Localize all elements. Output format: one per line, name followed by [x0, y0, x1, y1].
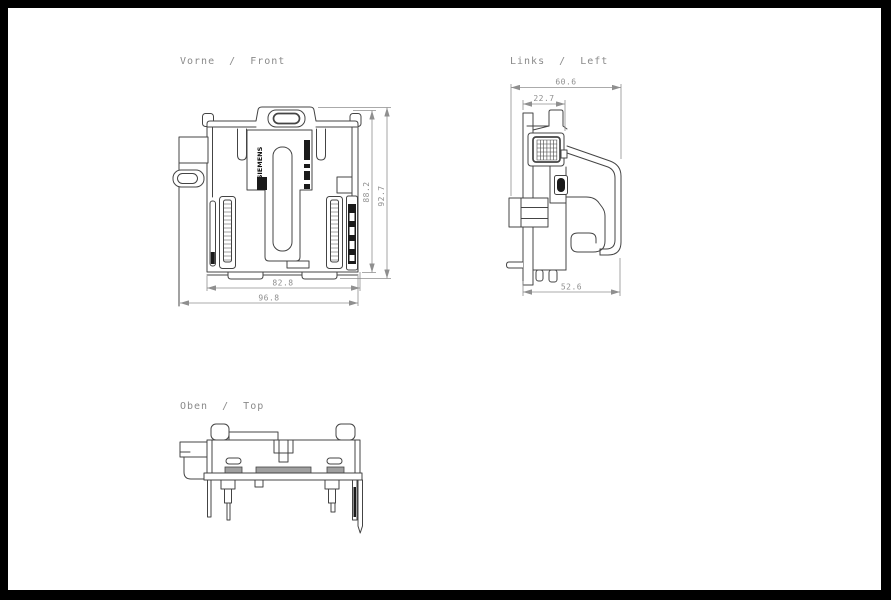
- left-bottom-feet: [532, 269, 567, 283]
- front-brand-text: SIEMENS: [256, 146, 264, 179]
- top-center-connector: [273, 439, 294, 463]
- front-dim-width-inner-value: 82.8: [272, 279, 293, 288]
- front-view-label: Vorne / Front: [180, 56, 286, 67]
- front-left-mount-tab: [172, 136, 209, 307]
- left-dim-width-overall: 60.6: [510, 78, 622, 196]
- left-side-clip-box: [506, 197, 549, 269]
- front-right-terminal-strip: [336, 176, 358, 271]
- front-brand-block: SIEMENS: [256, 140, 310, 190]
- left-latch-dark: [554, 175, 568, 195]
- left-hook-upper: [566, 145, 622, 256]
- left-hook-lower: [565, 196, 606, 253]
- front-bottom-feet: [227, 271, 338, 280]
- front-right-pin-connector: [326, 196, 343, 269]
- top-flange: [203, 472, 363, 481]
- front-dim-height-outer-value: 92.7: [377, 185, 386, 206]
- left-dim-width-overall-value: 60.6: [555, 78, 576, 87]
- front-left-pin-connector: [219, 196, 236, 269]
- left-dim-width-front: 22.7: [522, 94, 566, 131]
- front-dim-height-outer: 92.7: [318, 107, 391, 279]
- top-slots: [225, 457, 343, 465]
- top-view-drawing: [179, 423, 363, 534]
- left-view-label: Links / Left: [510, 56, 609, 67]
- front-dim-width-outer-value: 96.8: [258, 294, 279, 303]
- front-port-oval: [267, 109, 306, 128]
- left-dim-width-front-value: 22.7: [533, 94, 554, 103]
- top-view-label: Oben / Top: [180, 401, 265, 412]
- front-dim-height-inner: 88.2: [353, 110, 376, 273]
- front-center-housing: [237, 128, 326, 269]
- left-dim-width-base-value: 52.6: [561, 283, 582, 292]
- left-bus-connector: [527, 132, 568, 167]
- top-legs: [207, 479, 340, 521]
- top-right-pin: [352, 479, 363, 534]
- front-view-drawing: SIEMENS: [172, 106, 391, 307]
- top-left-protrusion: [179, 441, 208, 480]
- left-dim-width-base: 52.6: [522, 258, 621, 296]
- front-dim-height-inner-value: 88.2: [362, 181, 371, 202]
- front-dim-width-outer: 96.8: [180, 276, 359, 306]
- front-left-rail-strip: [209, 200, 216, 267]
- left-view-drawing: 60.6 22.7 52.6: [506, 78, 622, 296]
- top-bumps: [210, 423, 356, 442]
- front-dim-width-inner: 82.8: [206, 272, 361, 291]
